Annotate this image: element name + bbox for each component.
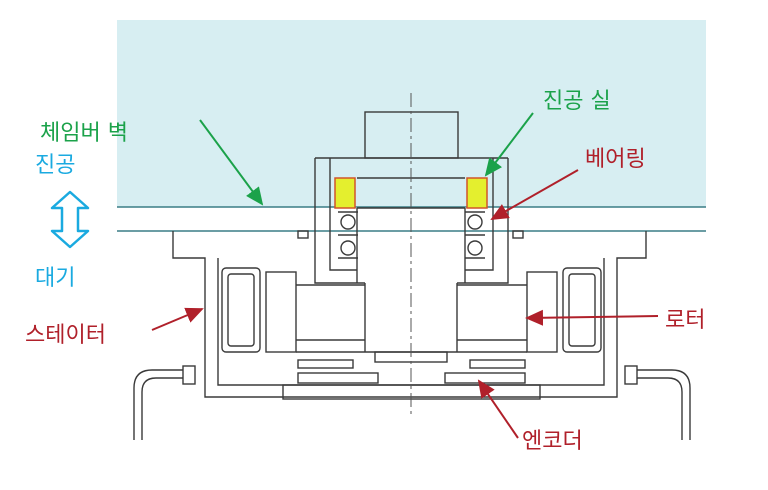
leader-encoder bbox=[477, 379, 519, 439]
label-vacuum: 진공 bbox=[35, 153, 75, 178]
label-bearing: 베어링 bbox=[585, 147, 646, 172]
inner-shaft bbox=[356, 208, 466, 352]
wall-bolt-right bbox=[512, 230, 524, 239]
bearing-ball-right-upper bbox=[467, 214, 483, 230]
leader-stator bbox=[151, 307, 204, 331]
stator-left-core bbox=[227, 273, 255, 347]
stator-left bbox=[221, 267, 261, 353]
wall-bolt-left bbox=[297, 230, 309, 239]
bearing-ball-right-lower bbox=[467, 240, 483, 256]
cable-right bbox=[637, 369, 691, 440]
encoder-disk-left bbox=[297, 359, 354, 369]
label-atmosphere: 대기 bbox=[35, 266, 75, 291]
cable-left bbox=[133, 369, 183, 440]
leader-rotor bbox=[525, 309, 659, 326]
motor-flange bbox=[172, 231, 647, 398]
encoder-head-left bbox=[297, 372, 379, 384]
leader-bearing bbox=[490, 169, 579, 220]
connector-left bbox=[182, 365, 196, 385]
bearing-ball-left-upper bbox=[340, 214, 356, 230]
rotor-magnet-right bbox=[526, 271, 558, 353]
stator-right-core bbox=[568, 273, 596, 347]
label-encoder: 엔코더 bbox=[522, 429, 583, 454]
bearing-housing-right bbox=[465, 158, 509, 284]
leader-chamber-wall bbox=[199, 119, 264, 206]
label-vacuum-seal: 진공 실 bbox=[543, 89, 611, 114]
rotor-body bbox=[296, 284, 527, 353]
bearing-races bbox=[338, 211, 485, 259]
bearing-housing-left bbox=[314, 158, 357, 284]
bearing-ball-left-lower bbox=[340, 240, 356, 256]
encoder-disk-right bbox=[469, 359, 526, 369]
leader-vacuum-seal bbox=[484, 112, 534, 177]
stator-right bbox=[562, 267, 602, 353]
double-arrow-icon bbox=[50, 190, 90, 249]
connector-right bbox=[624, 365, 638, 385]
label-chamber-wall: 체임버 벽 bbox=[40, 121, 128, 146]
rotor-magnet-left bbox=[265, 271, 297, 353]
encoder-head-right bbox=[444, 372, 526, 384]
vacuum-seal-left bbox=[334, 177, 356, 209]
vacuum-seal-right bbox=[466, 177, 488, 209]
label-rotor: 로터 bbox=[665, 308, 705, 333]
label-stator: 스테이터 bbox=[25, 323, 106, 348]
